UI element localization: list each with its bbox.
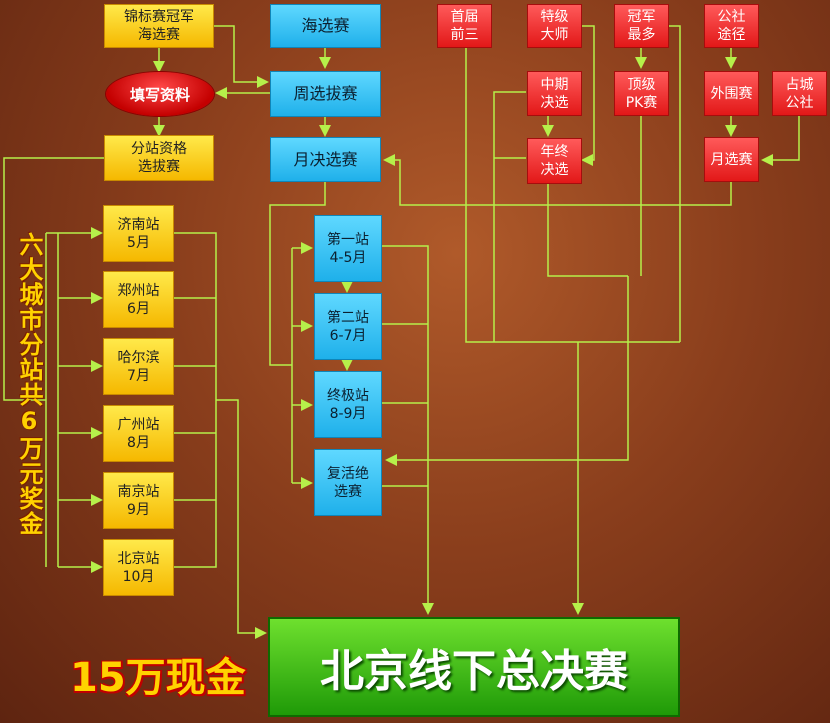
stage-period: 4-5月: [329, 249, 367, 266]
stage-box-revival: 复活绝 选赛: [314, 449, 382, 516]
commune-path-box: 公社 途径: [704, 4, 759, 48]
city-month: 6月: [127, 300, 150, 317]
beijing-final-banner: 北京线下总决赛: [268, 617, 680, 717]
peripheral-box: 外围赛: [704, 71, 759, 116]
fill-info-button[interactable]: 填写资料: [106, 72, 214, 116]
champion-audition-box: 锦标赛冠军 海选赛: [104, 4, 214, 48]
stage-period: 6-7月: [329, 327, 367, 344]
city-month: 8月: [127, 434, 150, 451]
weekly-selection-box: 周选拔赛: [270, 71, 381, 117]
monthly-select-box: 月选赛: [704, 137, 759, 182]
city-name: 北京站: [117, 550, 160, 567]
city-month: 10月: [122, 568, 155, 585]
stage-name: 第一站: [327, 231, 369, 248]
city-box-beijing: 北京站 10月: [103, 539, 174, 596]
station-qual-box: 分站资格 选拔赛: [104, 135, 214, 181]
city-name: 哈尔滨: [117, 349, 160, 366]
stage-name: 第二站: [327, 309, 369, 326]
stage-period: 选赛: [334, 483, 362, 500]
midterm-final-box: 中期 决选: [527, 71, 582, 116]
most-champion-box: 冠军 最多: [614, 4, 669, 48]
grandmaster-box: 特级 大师: [527, 4, 582, 48]
city-box-zhengzhou: 郑州站 6月: [103, 271, 174, 328]
cash-prize-text: 15万现金: [70, 655, 246, 701]
year-end-final-box: 年终 决选: [527, 138, 582, 184]
city-month: 9月: [127, 501, 150, 518]
six-cities-prize-text: 六大城市分站共6万元奖金: [15, 232, 43, 536]
stage-box-1: 第一站 4-5月: [314, 215, 382, 282]
first-top3-box: 首届 前三: [437, 4, 492, 48]
occupy-commune-box: 占城 公社: [772, 71, 827, 116]
city-box-jinan: 济南站 5月: [103, 205, 174, 262]
stage-box-2: 第二站 6-7月: [314, 293, 382, 360]
stage-box-final: 终极站 8-9月: [314, 371, 382, 438]
city-name: 郑州站: [117, 282, 160, 299]
city-name: 广州站: [117, 416, 160, 433]
audition-box: 海选赛: [270, 4, 381, 48]
city-month: 7月: [127, 367, 150, 384]
stage-name: 复活绝: [327, 465, 369, 482]
city-box-harbin: 哈尔滨 7月: [103, 338, 174, 395]
top-pk-box: 顶级 PK赛: [614, 71, 669, 116]
city-name: 南京站: [117, 483, 160, 500]
stage-name: 终极站: [327, 387, 369, 404]
city-name: 济南站: [117, 216, 160, 233]
city-box-nanjing: 南京站 9月: [103, 472, 174, 529]
city-box-guangzhou: 广州站 8月: [103, 405, 174, 462]
city-month: 5月: [127, 234, 150, 251]
stage-period: 8-9月: [329, 405, 367, 422]
monthly-final-box: 月决选赛: [270, 137, 381, 182]
